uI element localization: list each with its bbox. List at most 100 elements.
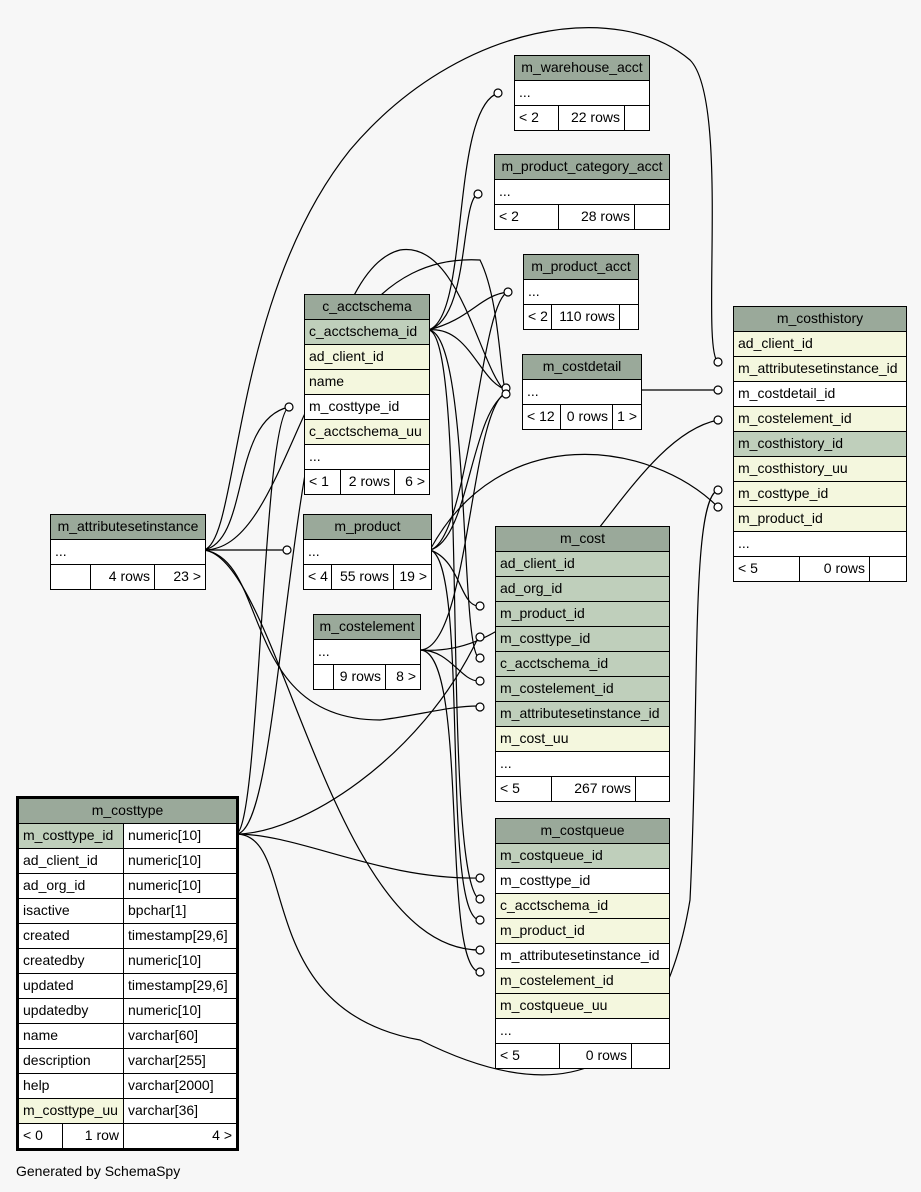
row-count: 28 rows	[559, 205, 635, 229]
column-row: name	[305, 369, 429, 394]
table-title: m_costtype	[91, 802, 164, 818]
edge-acct-prodcat	[427, 193, 479, 331]
parents-count: < 1	[305, 470, 341, 494]
table-m-costdetail[interactable]: m_costdetail ... < 12 0 rows 1 >	[522, 354, 642, 430]
column-name: m_costelement_id	[500, 972, 614, 988]
edge-end-circle	[284, 402, 294, 412]
column-name: m_costtype_id	[309, 398, 400, 414]
edge-end-circle	[475, 632, 485, 642]
column-row: ad_org_id	[496, 576, 669, 601]
edge-asi-costhistory	[203, 27, 719, 551]
table-title: m_attributesetinstance	[57, 518, 199, 534]
table-m-costqueue[interactable]: m_costqueue m_costqueue_id m_costtype_id…	[495, 818, 670, 1069]
row-count: 0 rows	[561, 405, 613, 429]
children-count: 23 >	[173, 568, 201, 584]
table-title: m_product_category_acct	[501, 158, 663, 174]
column-name: m_product_id	[500, 922, 585, 938]
edge-end-circle	[475, 653, 485, 663]
edge-end-circle	[713, 357, 723, 367]
table-stats: < 5 0 rows	[734, 556, 906, 581]
table-m-costhistory[interactable]: m_costhistory ad_client_id m_attributese…	[733, 306, 907, 582]
column-row: m_costhistory_uu	[734, 456, 906, 481]
table-c-acctschema[interactable]: c_acctschema c_acctschema_id ad_client_i…	[304, 294, 430, 495]
table-m-product-acct[interactable]: m_product_acct ... < 2 110 rows	[523, 254, 639, 330]
column-name: updated	[19, 974, 124, 998]
parents-count: < 2	[495, 205, 559, 229]
children-count: 4 >	[212, 1127, 232, 1143]
row-count: 267 rows	[552, 777, 636, 801]
table-title: m_product_acct	[531, 258, 631, 274]
table-title: m_costdetail	[542, 358, 622, 374]
table-header: m_attributesetinstance	[51, 515, 205, 539]
parents-count: < 0	[19, 1124, 63, 1148]
column-type: numeric[10]	[124, 849, 236, 873]
column-row: m_costtype_id	[496, 626, 669, 651]
column-row: c_acctschema_uu	[305, 419, 429, 444]
edge-product-prodacct	[429, 291, 509, 551]
row-count: 1 row	[63, 1124, 124, 1148]
edge-asi-costdetail	[203, 259, 507, 551]
table-header: m_costhistory	[734, 307, 906, 331]
column-name: m_costhistory_id	[738, 435, 844, 451]
edge-asi-acctschema	[203, 406, 290, 551]
table-ellipsis: ...	[305, 444, 429, 469]
generated-by-footer: Generated by SchemaSpy	[16, 1163, 181, 1179]
column-name: ad_client_id	[19, 849, 124, 873]
column-type: varchar[60]	[124, 1024, 236, 1048]
edge-end-circle	[282, 545, 292, 555]
column-type: numeric[10]	[124, 824, 236, 848]
column-row: c_acctschema_id	[496, 893, 669, 918]
column-name: m_attributesetinstance_id	[738, 360, 898, 376]
column-name: m_costqueue_id	[500, 847, 603, 863]
table-m-attributesetinstance[interactable]: m_attributesetinstance ... 4 rows 23 >	[50, 514, 206, 590]
column-name: isactive	[19, 899, 124, 923]
children-count	[625, 106, 649, 130]
table-title: m_warehouse_acct	[521, 59, 643, 75]
ellipsis-text: ...	[308, 543, 320, 559]
edge-acct-costqueue	[427, 329, 481, 901]
edge-acct-costdetail	[427, 329, 509, 391]
row-count: 110 rows	[552, 305, 620, 329]
column-name: m_costelement_id	[500, 680, 614, 696]
parents-count: < 5	[734, 557, 800, 581]
table-header: m_product_category_acct	[495, 155, 669, 179]
column-name: m_costelement_id	[738, 410, 852, 426]
column-type: varchar[255]	[124, 1049, 236, 1073]
table-header: m_warehouse_acct	[515, 56, 649, 80]
edge-end-circle	[713, 385, 723, 395]
column-type: bpchar[1]	[124, 899, 236, 923]
table-m-costelement[interactable]: m_costelement ... 9 rows 8 >	[313, 614, 421, 690]
column-type: numeric[10]	[124, 874, 236, 898]
row-count: 22 rows	[559, 106, 625, 130]
table-stats: < 1 2 rows 6 >	[305, 469, 429, 494]
table-m-product-category-acct[interactable]: m_product_category_acct ... < 2 28 rows	[494, 154, 670, 230]
table-stats: < 0 1 row 4 >	[19, 1123, 236, 1148]
column-name: m_product_id	[500, 605, 585, 621]
parents-count	[314, 665, 334, 689]
column-name: ad_client_id	[500, 555, 575, 571]
edge-product-costqueue	[429, 549, 481, 921]
column-row: m_costtype_id	[734, 481, 906, 506]
edge-end-circle	[713, 485, 723, 495]
column-name: updatedby	[19, 999, 124, 1023]
table-stats: < 5 0 rows	[496, 1043, 669, 1068]
column-name: c_acctschema_id	[309, 323, 418, 339]
ellipsis-text: ...	[309, 448, 321, 464]
column-name: m_costhistory_uu	[738, 460, 848, 476]
table-stats: < 4 55 rows 19 >	[304, 564, 431, 589]
parents-count: < 2	[515, 106, 559, 130]
column-row: ad_client_id	[305, 344, 429, 369]
edge-end-circle	[503, 287, 513, 297]
table-m-product[interactable]: m_product ... < 4 55 rows 19 >	[303, 514, 432, 590]
table-m-cost[interactable]: m_cost ad_client_id ad_org_id m_product_…	[495, 526, 670, 802]
edge-end-circle	[713, 502, 723, 512]
table-m-warehouse-acct[interactable]: m_warehouse_acct ... < 2 22 rows	[514, 55, 650, 131]
column-name: m_costtype_id	[738, 485, 829, 501]
children-count	[636, 777, 669, 801]
